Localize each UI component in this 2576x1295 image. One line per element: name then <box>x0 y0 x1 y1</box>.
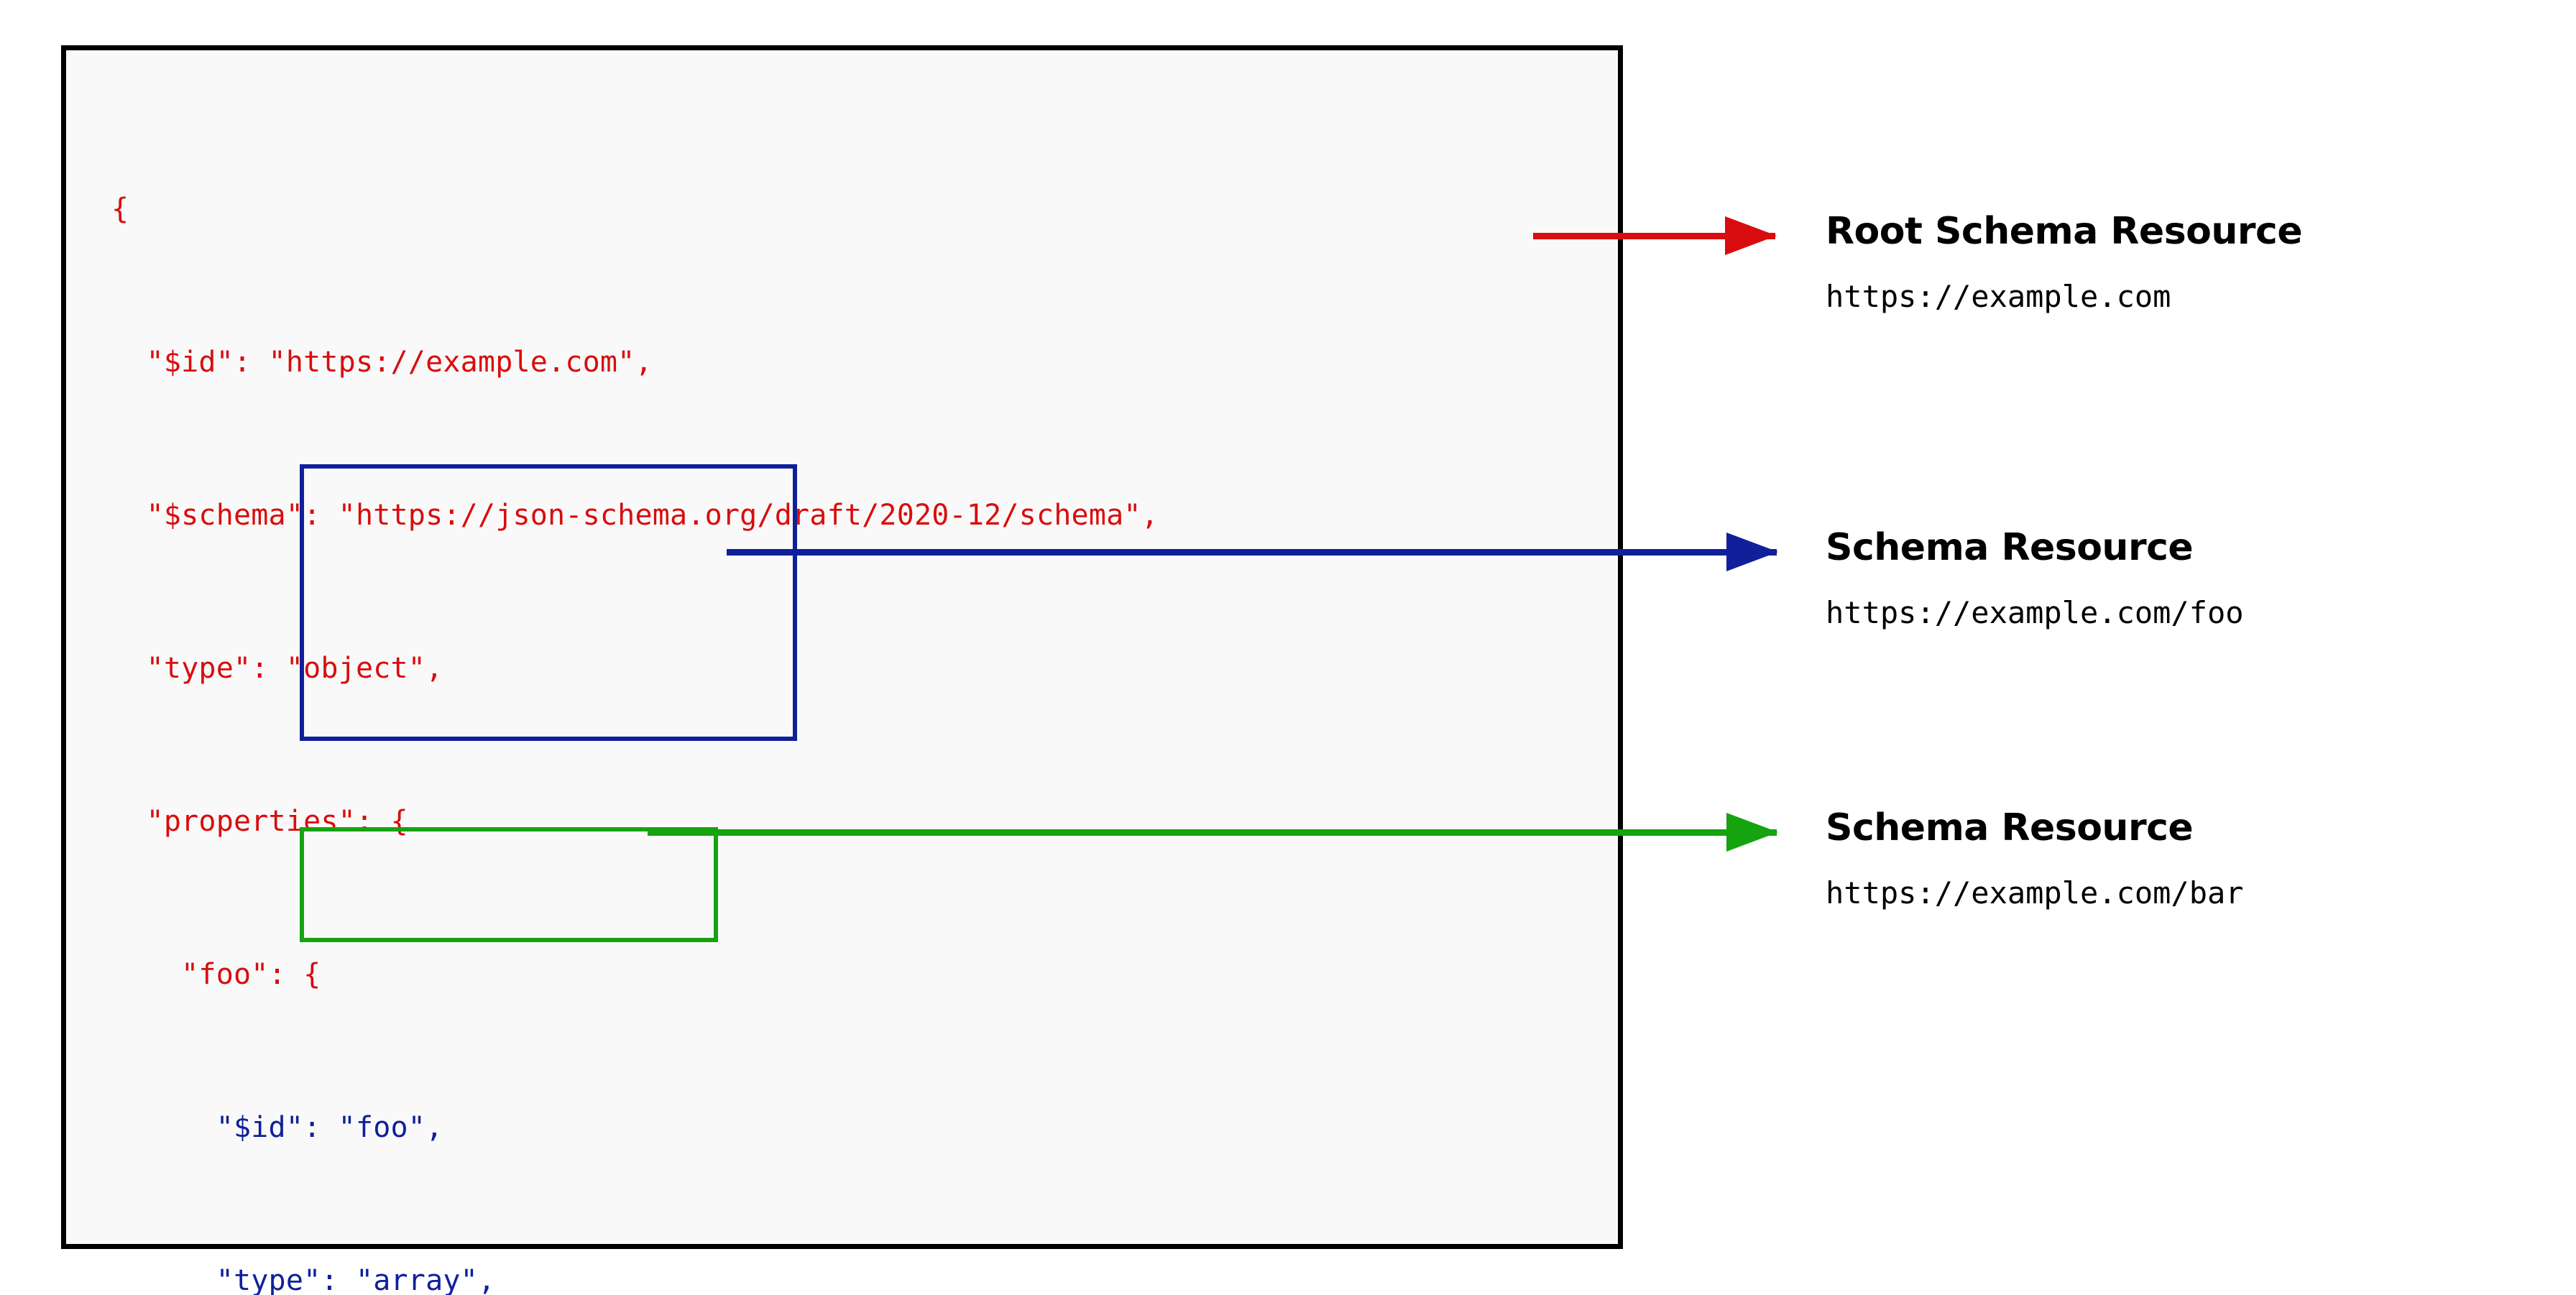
annotation-url: https://example.com <box>1826 279 2171 314</box>
code-line: "type": "array", <box>111 1264 496 1295</box>
code-line: "foo": { <box>111 958 321 991</box>
code-line: { <box>111 193 129 226</box>
arrow-bar-head-icon <box>1726 813 1778 852</box>
annotation-url: https://example.com/foo <box>1826 595 2244 630</box>
code-line: "properties": { <box>111 805 408 838</box>
code-line: "$schema": "https://json-schema.org/draf… <box>111 499 1159 532</box>
annotation-url: https://example.com/bar <box>1826 875 2244 911</box>
arrow-root-head-icon <box>1725 216 1777 255</box>
arrow-root-line <box>1533 233 1775 239</box>
annotation-bar-schema-resource: Schema Resource https://example.com/bar <box>1826 806 2244 911</box>
annotation-foo-schema-resource: Schema Resource https://example.com/foo <box>1826 526 2244 630</box>
code-line: "$id": "https://example.com", <box>111 346 653 379</box>
json-schema-code-panel: { "$id": "https://example.com", "$schema… <box>61 45 1623 1295</box>
code-line: "$id": "foo", <box>111 1111 443 1144</box>
annotation-title: Schema Resource <box>1826 526 2194 569</box>
arrow-foo-line <box>727 549 1777 556</box>
annotation-title: Root Schema Resource <box>1826 210 2303 253</box>
annotation-root-schema-resource: Root Schema Resource https://example.com <box>1826 210 2303 314</box>
arrow-foo-head-icon <box>1726 533 1778 571</box>
code-line: "type": "object", <box>111 652 443 685</box>
annotation-title: Schema Resource <box>1826 806 2194 849</box>
arrow-bar-line <box>648 829 1777 836</box>
code-block: { "$id": "https://example.com", "$schema… <box>111 82 1159 1295</box>
